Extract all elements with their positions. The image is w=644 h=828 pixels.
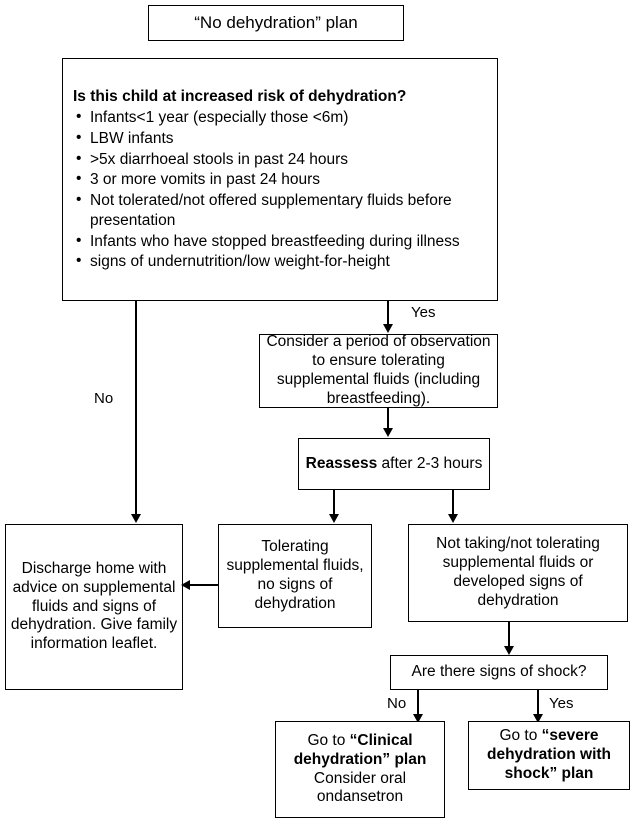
clinical-plan-prefix: Go to <box>307 731 350 749</box>
node-discharge: Discharge home with advice on supplement… <box>5 524 183 690</box>
tolerating-text: Tolerating supplemental fluids, no signs… <box>226 538 364 612</box>
bullet-glyph: • <box>76 252 82 270</box>
list-item: • LBW infants <box>73 129 487 149</box>
node-clinical-dehydration-plan: Go to “Clinical dehydration” plan Consid… <box>275 721 445 818</box>
edge-observation-to-reassess <box>387 408 389 430</box>
severe-plan-prefix: Go to <box>499 727 542 745</box>
severe-plan-bold: “severe dehydration with shock” plan <box>487 727 611 782</box>
clinical-plan-text: Go to “Clinical dehydration” plan <box>280 732 440 770</box>
list-item-text: >5x diarrhoeal stools in past 24 hours <box>90 150 349 168</box>
bullet-glyph: • <box>76 108 82 126</box>
reassess-text: Reassess after 2-3 hours <box>306 455 483 474</box>
list-item-text: Not tolerated/not offered supplementary … <box>90 191 452 229</box>
edge-reassess-to-not-tolerating <box>452 490 454 518</box>
node-observation: Consider a period of observation to ensu… <box>259 333 498 408</box>
edge-risk-to-discharge <box>135 301 137 518</box>
arrowhead-left <box>181 580 190 590</box>
edge-label-shock-yes: Yes <box>549 695 574 712</box>
arrowhead-down <box>383 324 393 333</box>
edge-label-shock-no: No <box>387 695 407 712</box>
bullet-glyph: • <box>76 128 82 146</box>
risk-heading: Is this child at increased risk of dehyd… <box>73 88 407 106</box>
list-item-text: LBW infants <box>90 129 174 147</box>
observation-text: Consider a period of observation to ensu… <box>266 333 491 407</box>
edge-shock-no <box>417 690 419 718</box>
node-not-tolerating: Not taking/not tolerating supplemental f… <box>408 524 628 622</box>
clinical-plan-extra: Consider oral ondansetron <box>313 769 407 806</box>
node-severe-dehydration-plan: Go to “severe dehydration with shock” pl… <box>468 721 630 790</box>
edge-label-risk-yes: Yes <box>411 304 436 321</box>
edge-label-risk-no: No <box>94 390 114 407</box>
list-item: • Infants who have stopped breastfeeding … <box>73 232 487 252</box>
edge-tolerating-to-discharge <box>189 584 219 586</box>
list-item-text: Infants who have stopped breastfeeding d… <box>90 232 460 250</box>
node-title: “No dehydration” plan <box>148 5 404 41</box>
arrowhead-down <box>329 514 339 523</box>
bullet-glyph: • <box>76 190 82 208</box>
edge-not-tolerating-to-shock <box>508 622 510 650</box>
list-item: • Infants<1 year (especially those <6m) <box>73 108 487 128</box>
not-tolerating-text: Not taking/not tolerating supplemental f… <box>436 535 600 609</box>
bullet-glyph: • <box>76 231 82 249</box>
edge-reassess-to-tolerating <box>333 490 335 518</box>
reassess-bold: Reassess <box>305 454 378 472</box>
discharge-text: Discharge home with advice on supplement… <box>10 559 178 653</box>
edge-shock-yes <box>537 690 539 718</box>
arrowhead-down <box>383 428 393 437</box>
node-shock-question: Are there signs of shock? <box>390 655 608 690</box>
arrowhead-down <box>413 714 423 723</box>
bullet-glyph: • <box>76 170 82 188</box>
shock-question-text: Are there signs of shock? <box>411 663 587 681</box>
node-reassess: Reassess after 2-3 hours <box>298 438 490 490</box>
node-risk-assessment: Is this child at increased risk of dehyd… <box>62 58 498 301</box>
severe-plan-text: Go to “severe dehydration with shock” pl… <box>473 727 625 784</box>
reassess-rest: after 2-3 hours <box>377 454 483 472</box>
node-tolerating: Tolerating supplemental fluids, no signs… <box>218 524 372 628</box>
arrowhead-down <box>533 714 543 723</box>
clinical-plan-bold: “Clinical dehydration” plan <box>293 731 427 768</box>
arrowhead-down <box>448 514 458 523</box>
arrowhead-down <box>131 514 141 523</box>
list-item: • 3 or more vomits in past 24 hours <box>73 170 487 190</box>
arrowhead-down <box>504 646 514 655</box>
edge-risk-to-observation <box>387 301 389 326</box>
risk-factor-list: • Infants<1 year (especially those <6m) •… <box>73 108 487 273</box>
list-item: • >5x diarrhoeal stools in past 24 hours <box>73 150 487 170</box>
list-item: • Not tolerated/not offered supplementary… <box>73 191 487 231</box>
title-text: “No dehydration” plan <box>194 12 358 32</box>
list-item-text: signs of undernutrition/low weight-for-h… <box>90 253 390 271</box>
list-item: • signs of undernutrition/low weight-for-… <box>73 252 487 272</box>
list-item-text: 3 or more vomits in past 24 hours <box>90 171 321 189</box>
list-item-text: Infants<1 year (especially those <6m) <box>90 109 349 127</box>
bullet-glyph: • <box>76 149 82 167</box>
